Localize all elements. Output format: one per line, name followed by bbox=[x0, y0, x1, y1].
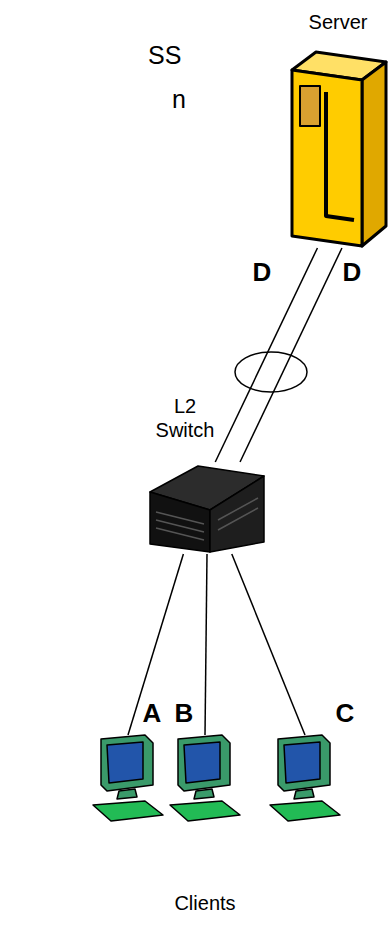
aggregation-ellipse bbox=[235, 352, 307, 392]
link-line bbox=[205, 554, 207, 735]
server-node: Server bbox=[290, 50, 388, 248]
link-label: B bbox=[173, 699, 196, 728]
server-symbol bbox=[292, 52, 386, 246]
node-label: Server bbox=[288, 10, 388, 34]
fragment-text: n bbox=[172, 86, 186, 114]
server-front bbox=[292, 70, 362, 246]
switch-front bbox=[150, 492, 210, 552]
link-label: D bbox=[341, 258, 364, 287]
link-line bbox=[232, 554, 305, 735]
server-slot bbox=[326, 92, 354, 220]
switch-node: L2 Switch bbox=[148, 462, 266, 554]
node-label: Clients bbox=[145, 891, 265, 915]
server-side bbox=[362, 62, 386, 246]
client-computer bbox=[170, 735, 240, 821]
node-label: L2 Switch bbox=[150, 394, 220, 442]
fragment-text: SS bbox=[148, 42, 181, 70]
client-computer bbox=[93, 735, 163, 821]
client-computer bbox=[270, 735, 340, 821]
link-label: D bbox=[251, 258, 274, 287]
link-label: A bbox=[141, 699, 164, 728]
link-label: C bbox=[334, 699, 357, 728]
switch-side bbox=[210, 476, 264, 552]
switch-ports bbox=[218, 498, 258, 530]
client-group: Clients bbox=[80, 735, 380, 845]
drive-bay bbox=[300, 86, 320, 126]
link-line bbox=[215, 248, 317, 462]
switch-symbol bbox=[150, 466, 264, 552]
switch-ports bbox=[156, 512, 204, 540]
